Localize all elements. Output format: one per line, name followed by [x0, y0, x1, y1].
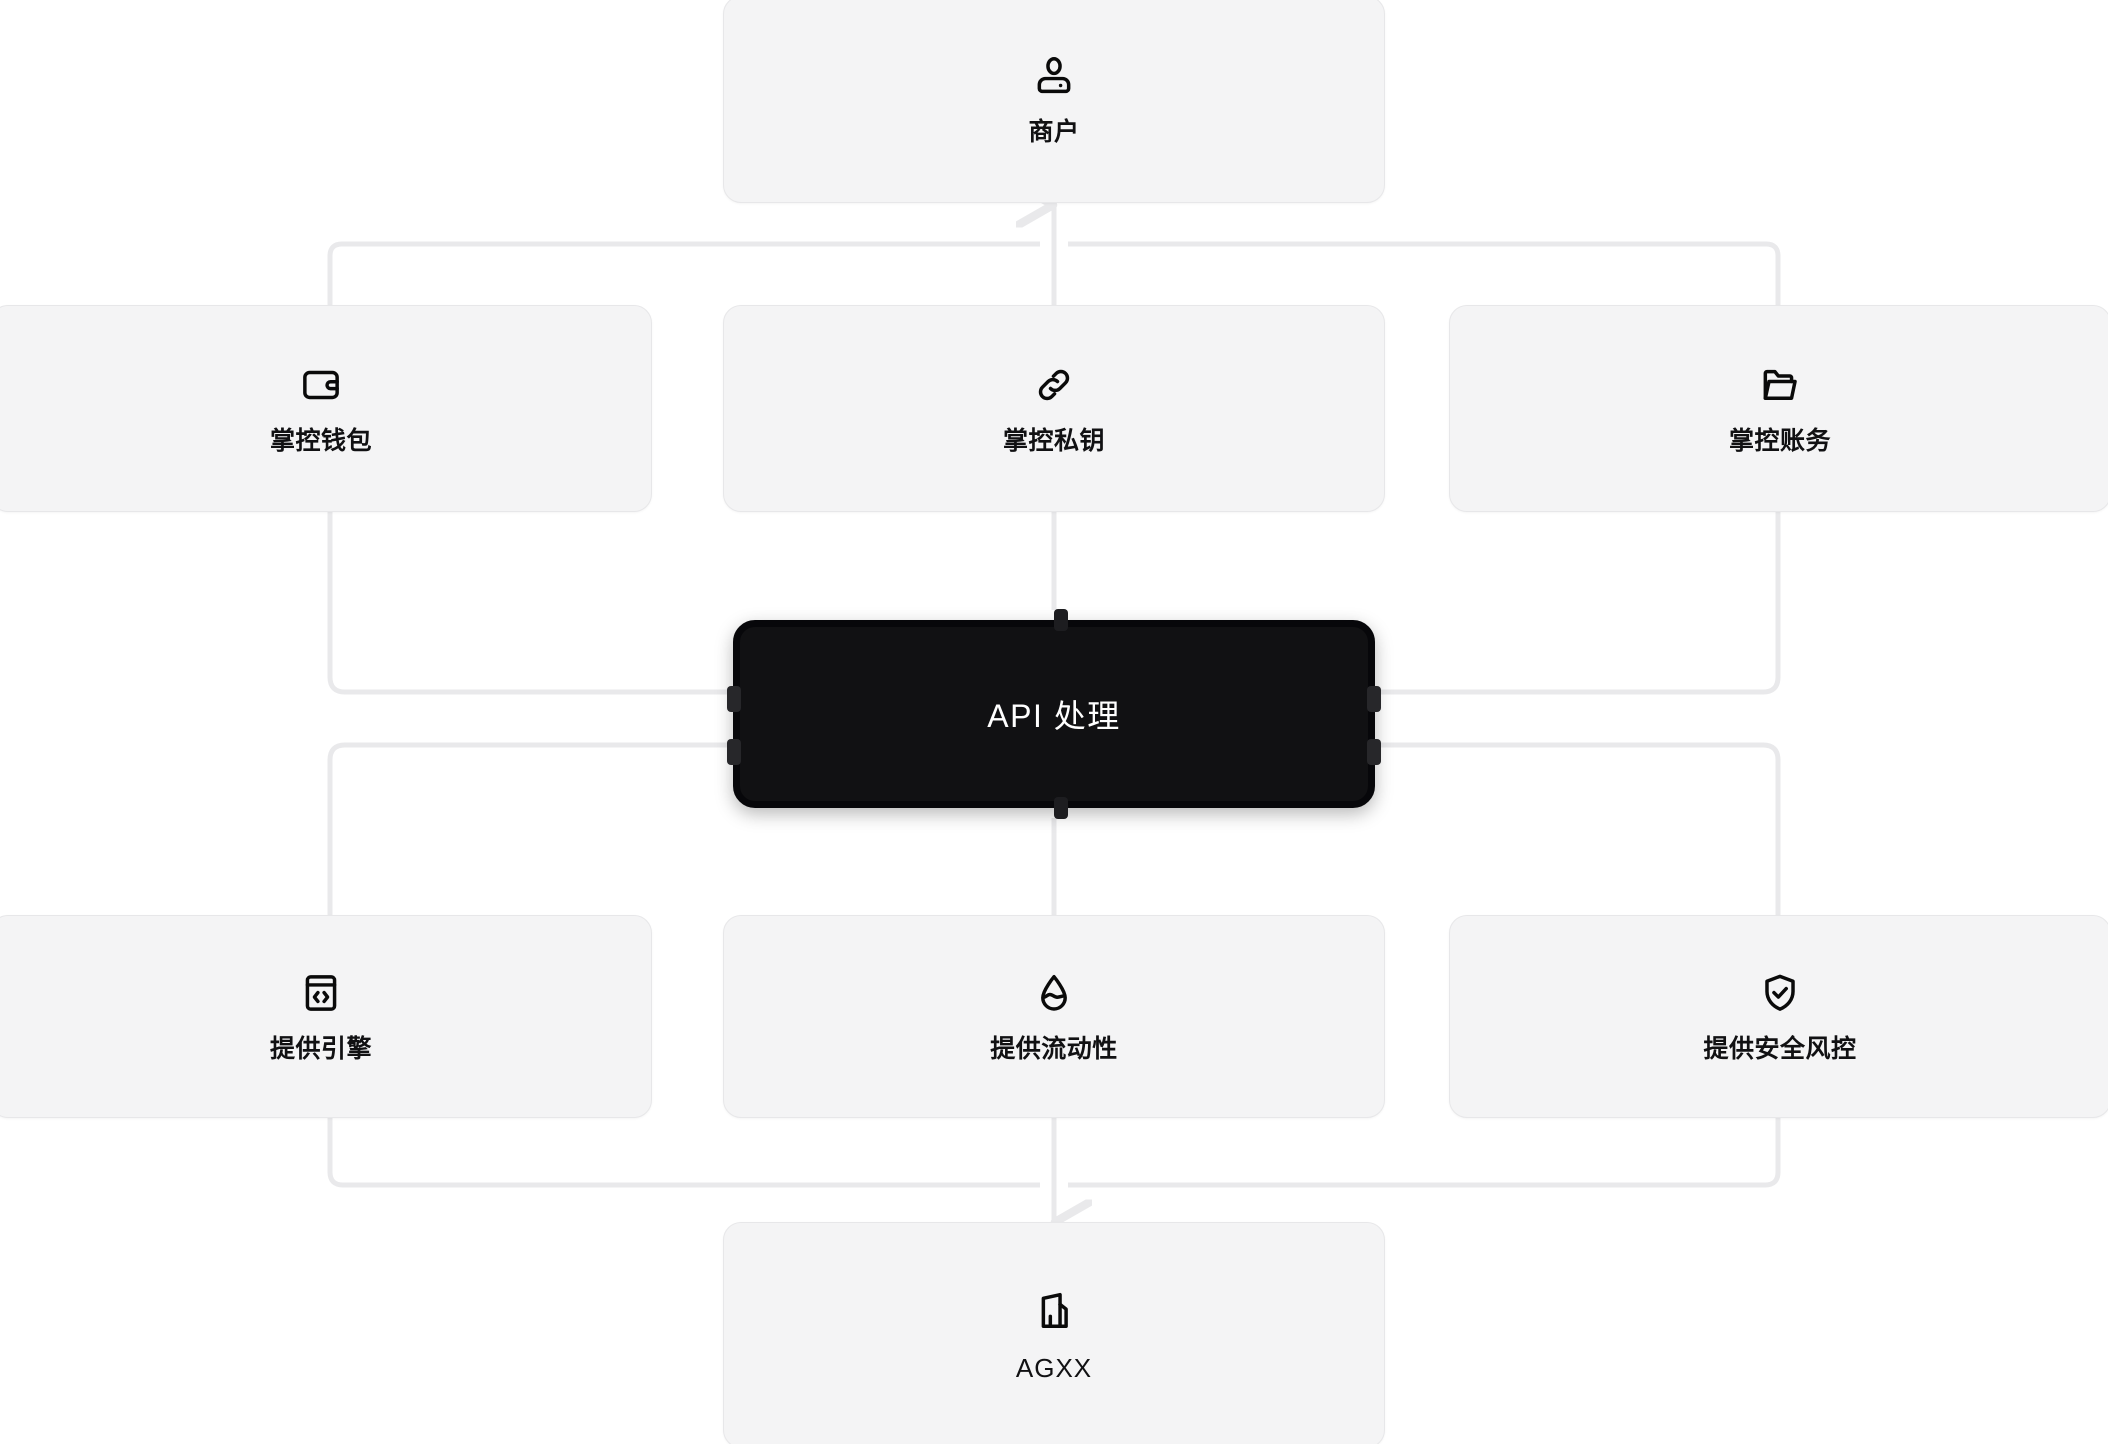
api-handle-top[interactable] [1054, 609, 1068, 631]
code-window-icon [299, 971, 343, 1015]
droplet-icon [1032, 971, 1076, 1015]
user-icon [1032, 54, 1076, 98]
api-handle-left-lower[interactable] [727, 739, 741, 765]
node-agxx[interactable]: AGXX [723, 1222, 1385, 1444]
api-handle-bottom[interactable] [1054, 797, 1068, 819]
node-wallet[interactable]: 掌控钱包 [0, 305, 652, 512]
node-accounting-label: 掌控账务 [1728, 427, 1831, 455]
node-api-processing[interactable]: API 处理 [727, 609, 1381, 819]
node-risk-control-label: 提供安全风控 [1703, 1035, 1857, 1063]
node-api-processing-label: API 处理 [987, 698, 1121, 734]
api-handle-left-upper[interactable] [727, 686, 741, 712]
node-merchant-label: 商户 [1028, 118, 1080, 146]
node-merchant[interactable]: 商户 [723, 0, 1385, 203]
node-risk-control[interactable]: 提供安全风控 [1449, 915, 2108, 1118]
building-icon [1032, 1289, 1076, 1333]
node-private-key-label: 掌控私钥 [1002, 427, 1105, 455]
folder-open-icon [1758, 363, 1802, 407]
node-liquidity[interactable]: 提供流动性 [723, 915, 1385, 1118]
link-icon [1032, 363, 1076, 407]
shield-check-icon [1758, 971, 1802, 1015]
node-accounting[interactable]: 掌控账务 [1449, 305, 2108, 512]
api-handle-right-lower[interactable] [1367, 739, 1381, 765]
wallet-icon [299, 363, 343, 407]
node-engine-label: 提供引擎 [269, 1035, 372, 1063]
node-wallet-label: 掌控钱包 [269, 427, 372, 455]
api-handle-right-upper[interactable] [1367, 686, 1381, 712]
node-engine[interactable]: 提供引擎 [0, 915, 652, 1118]
node-agxx-label: AGXX [1015, 1353, 1093, 1383]
node-liquidity-label: 提供流动性 [990, 1035, 1118, 1063]
node-private-key[interactable]: 掌控私钥 [723, 305, 1385, 512]
